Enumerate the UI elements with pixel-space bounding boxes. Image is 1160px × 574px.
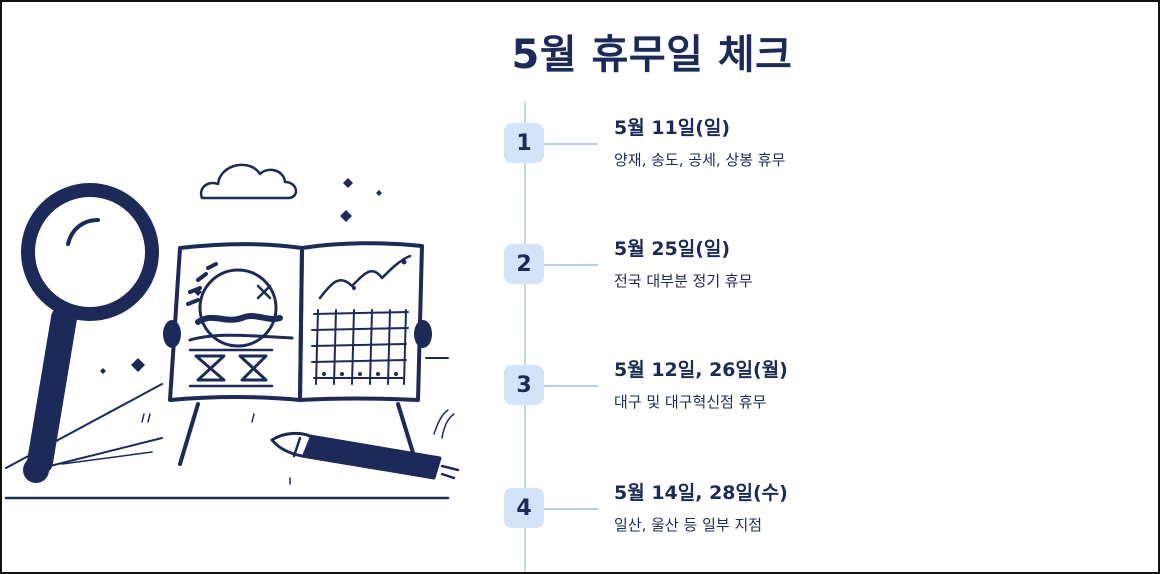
timeline-line [524,102,526,572]
step-number-badge: 2 [504,244,544,284]
board-right-page [298,241,424,402]
step-date: 5월 25일(일) [614,238,731,260]
step-description: 일산, 울산 등 일부 지점 [614,516,763,534]
step-description: 양재, 송도, 공세, 상봉 휴무 [614,151,786,169]
cloud-icon [199,163,298,200]
step-number-badge: 1 [504,123,544,163]
step-number-badge: 4 [504,488,544,528]
step-date: 5월 12일, 26일(월) [614,359,788,381]
step-date: 5월 14일, 28일(수) [614,482,788,504]
timeline-step-3: 3 5월 12일, 26일(월) 대구 및 대구혁신점 휴무 [504,359,1104,425]
step-description: 대구 및 대구혁신점 휴무 [614,393,767,411]
timeline-step-2: 2 5월 25일(일) 전국 대부분 정기 휴무 [504,238,1104,304]
page-title: 5월 휴무일 체크 [511,32,793,78]
step-connector [544,508,598,510]
step-connector [544,264,598,266]
step-date: 5월 11일(일) [614,117,731,139]
magnifier-calendar-chart-illustration [4,163,460,500]
timeline-step-1: 1 5월 11일(일) 양재, 송도, 공세, 상봉 휴무 [504,117,1104,183]
magnifier-icon [21,183,159,321]
step-number-badge: 3 [504,365,544,405]
step-description: 전국 대부분 정기 휴무 [614,272,753,290]
step-connector [544,385,598,387]
step-connector [544,143,598,145]
timeline-step-4: 4 5월 14일, 28일(수) 일산, 울산 등 일부 지점 [504,482,1104,548]
